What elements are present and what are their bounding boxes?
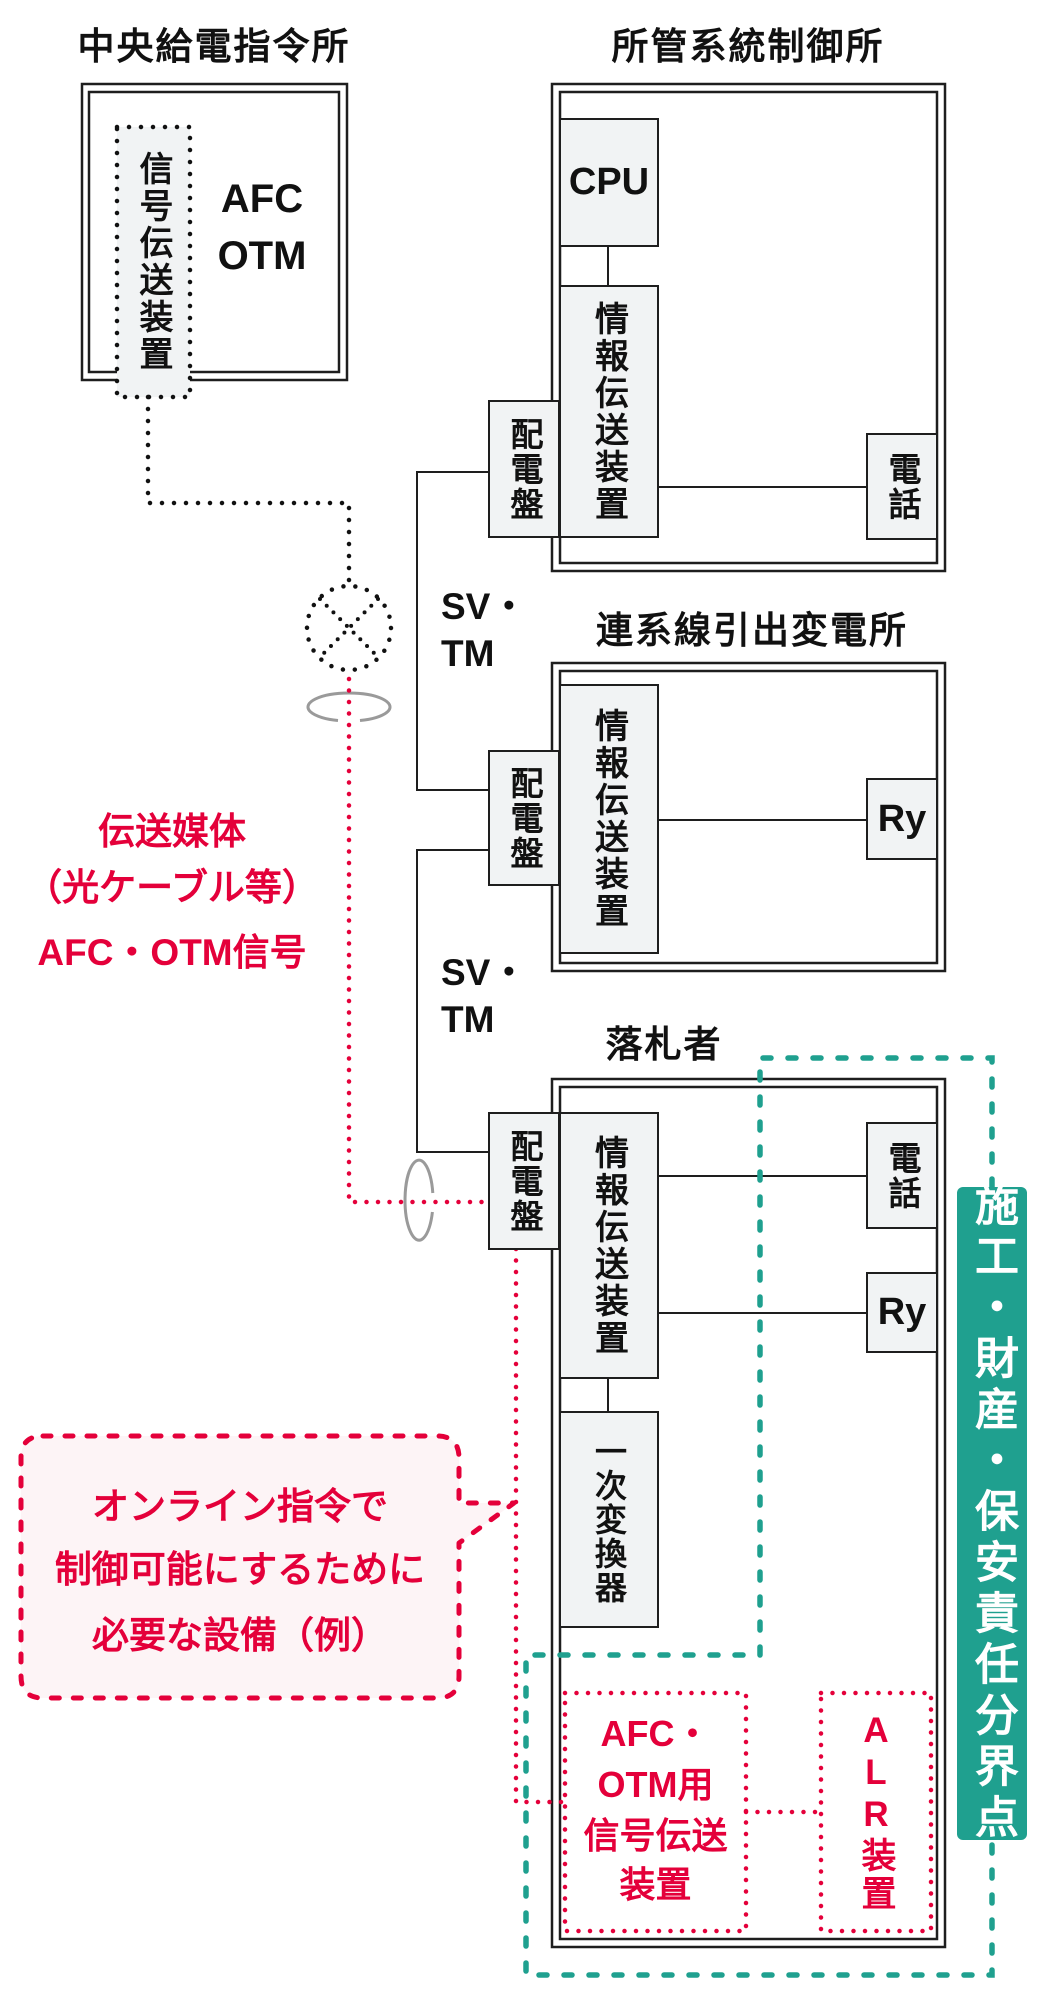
bidder-frame-outer bbox=[550, 1077, 947, 1949]
transmission-medium-line-1: 伝送媒体 bbox=[98, 811, 246, 852]
central-dispatch-frame-inner bbox=[87, 90, 341, 374]
responsibility-boundary-label: 施工・財産・保安責任分界点 bbox=[968, 1182, 1017, 1845]
signal-device: 信号伝送装置 bbox=[117, 127, 190, 397]
primary-converter-box: 一次変換器 bbox=[559, 1411, 659, 1628]
sv-tm-label-upper: SV・ TM bbox=[441, 583, 527, 677]
cc-info-device-box: 情報伝送装置 bbox=[559, 285, 659, 538]
transmission-medium-line-2: （光ケーブル等） bbox=[25, 867, 319, 908]
callout-line-1: オンライン指令で bbox=[92, 1486, 388, 1527]
sv-tm-label-lower: SV・ TM bbox=[441, 949, 527, 1043]
cc-info-device-label: 情報伝送装置 bbox=[589, 300, 628, 523]
cc-switchboard-label: 配電盤 bbox=[506, 416, 543, 522]
callout-bubble bbox=[18, 1433, 517, 1701]
callout-line-2: 制御可能にするために bbox=[54, 1549, 426, 1590]
transmission-medium-line-3: AFC・OTM信号 bbox=[37, 932, 307, 973]
bidder-switchboard-box: 配電盤 bbox=[488, 1112, 560, 1250]
ss-relay-label: Ry bbox=[877, 797, 927, 840]
afc-otm-device-line-4: 装置 bbox=[619, 1864, 692, 1905]
alr-device: ALR装置 bbox=[821, 1693, 931, 1931]
afc-otm-device-line-3: 信号伝送 bbox=[583, 1815, 728, 1856]
ss-info-device-label: 情報伝送装置 bbox=[589, 708, 628, 930]
cc-telephone-label: 電話 bbox=[884, 451, 921, 522]
control-center-title: 所管系統制御所 bbox=[611, 26, 885, 67]
alr-device-box bbox=[818, 1690, 934, 1934]
primary-converter-label: 一次変換器 bbox=[591, 1434, 627, 1605]
afc-otm-device-line-1: AFC・ bbox=[600, 1713, 711, 1754]
bidder-relay-label: Ry bbox=[877, 1291, 927, 1333]
junction-x-line-b bbox=[318, 597, 380, 659]
sv-tm-wire-lower bbox=[416, 849, 489, 1153]
responsibility-boundary-badge: 施工・財産・保安責任分界点 bbox=[957, 1182, 1027, 1845]
sv-label-lower: SV・ bbox=[441, 952, 528, 993]
central-dispatch-frame-outer bbox=[80, 82, 349, 382]
signal-device-box bbox=[114, 124, 193, 400]
cpu-box: CPU bbox=[559, 118, 659, 247]
bidder-telephone-label: 電話 bbox=[884, 1140, 921, 1211]
bidder-switchboard-label: 配電盤 bbox=[506, 1128, 543, 1234]
central-dispatch-title: 中央給電指令所 bbox=[77, 26, 351, 67]
junction-x-line-a bbox=[318, 597, 380, 659]
otm-label: OTM bbox=[217, 234, 307, 278]
afc-otm-device-box bbox=[562, 1690, 749, 1934]
signal-device-label: 信号伝送装置 bbox=[134, 151, 172, 373]
bidder-signal-path bbox=[513, 1246, 568, 1805]
responsibility-boundary-line bbox=[523, 1055, 995, 1978]
cable-ring-icon-upper bbox=[306, 691, 392, 722]
callout-line-3: 必要な設備（例） bbox=[92, 1615, 388, 1656]
sv-tm-wire-upper bbox=[416, 471, 489, 791]
ss-info-device-box: 情報伝送装置 bbox=[559, 684, 659, 954]
cc-telephone-box: 電話 bbox=[866, 433, 938, 540]
tm-label-upper: TM bbox=[441, 633, 495, 674]
optical-cable-path bbox=[346, 676, 492, 1205]
ss-relay-box: Ry bbox=[866, 778, 938, 860]
bidder-info-device-box: 情報伝送装置 bbox=[559, 1112, 659, 1379]
afc-label: AFC bbox=[220, 177, 304, 221]
ss-switchboard-label: 配電盤 bbox=[506, 765, 543, 871]
control-center-frame-outer bbox=[550, 82, 947, 573]
afc-otm-device-line-2: OTM用 bbox=[597, 1764, 714, 1805]
alr-device-label: ALR装置 bbox=[856, 1711, 896, 1913]
bidder-info-device-label: 情報伝送装置 bbox=[589, 1134, 628, 1357]
bidder-relay-box: Ry bbox=[866, 1272, 938, 1353]
bidder-title: 落札者 bbox=[605, 1024, 723, 1065]
tm-label-lower: TM bbox=[441, 999, 495, 1040]
bidder-telephone-box: 電話 bbox=[866, 1122, 938, 1229]
ss-switchboard-box: 配電盤 bbox=[488, 750, 560, 886]
sv-label-upper: SV・ bbox=[441, 586, 528, 627]
afc-otm-label: AFC OTM bbox=[212, 171, 312, 285]
signal-path-dotted bbox=[145, 394, 352, 589]
substation-title: 連系線引出変電所 bbox=[596, 610, 908, 651]
cpu-label: CPU bbox=[568, 161, 650, 203]
junction-circle bbox=[304, 583, 394, 673]
central-dispatch-frame bbox=[80, 82, 349, 382]
cc-switchboard-box: 配電盤 bbox=[488, 400, 560, 538]
cable-ring-icon-lower bbox=[403, 1158, 435, 1242]
